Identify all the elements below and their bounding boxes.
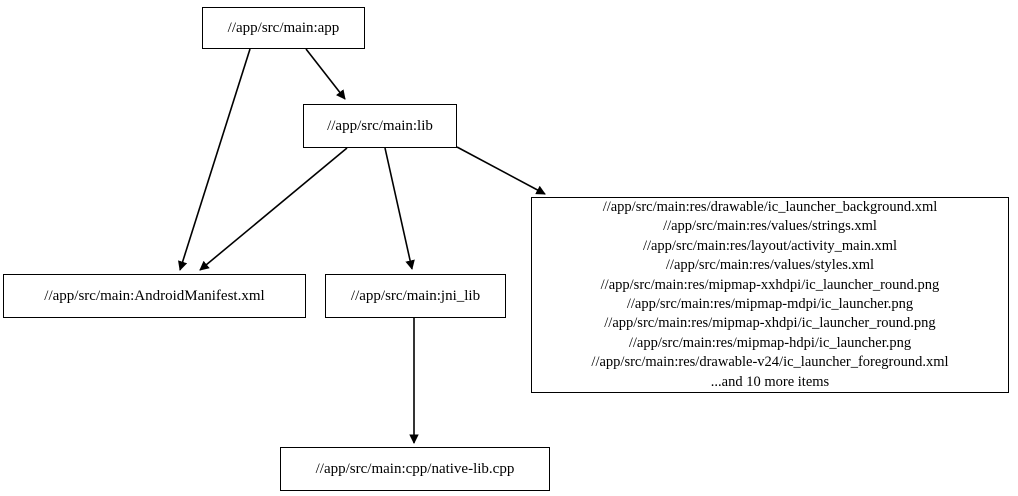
edge-lib-to-res	[456, 146, 546, 195]
node-android-manifest-label: //app/src/main:AndroidManifest.xml	[44, 288, 265, 304]
node-app-label: //app/src/main:app	[227, 20, 340, 36]
node-lib[interactable]: //app/src/main:lib	[303, 104, 457, 148]
edge-app-to-lib	[305, 48, 346, 100]
node-native-lib-cpp-label: //app/src/main:cpp/native-lib.cpp	[315, 461, 515, 477]
edge-lib-to-manifest	[199, 147, 348, 271]
node-app[interactable]: //app/src/main:app	[202, 7, 365, 49]
edge-lib-to-jnilib	[384, 147, 415, 270]
node-res-collection[interactable]: //app/src/main:res/drawable/ic_launcher_…	[531, 197, 1009, 393]
node-lib-label: //app/src/main:lib	[327, 118, 433, 134]
node-res-collection-label: //app/src/main:res/drawable/ic_launcher_…	[591, 198, 949, 390]
edge-app-to-manifest	[178, 48, 251, 271]
node-jni-lib-label: //app/src/main:jni_lib	[350, 288, 481, 304]
node-native-lib-cpp[interactable]: //app/src/main:cpp/native-lib.cpp	[280, 447, 550, 491]
node-android-manifest[interactable]: //app/src/main:AndroidManifest.xml	[3, 274, 306, 318]
node-jni-lib[interactable]: //app/src/main:jni_lib	[325, 274, 506, 318]
